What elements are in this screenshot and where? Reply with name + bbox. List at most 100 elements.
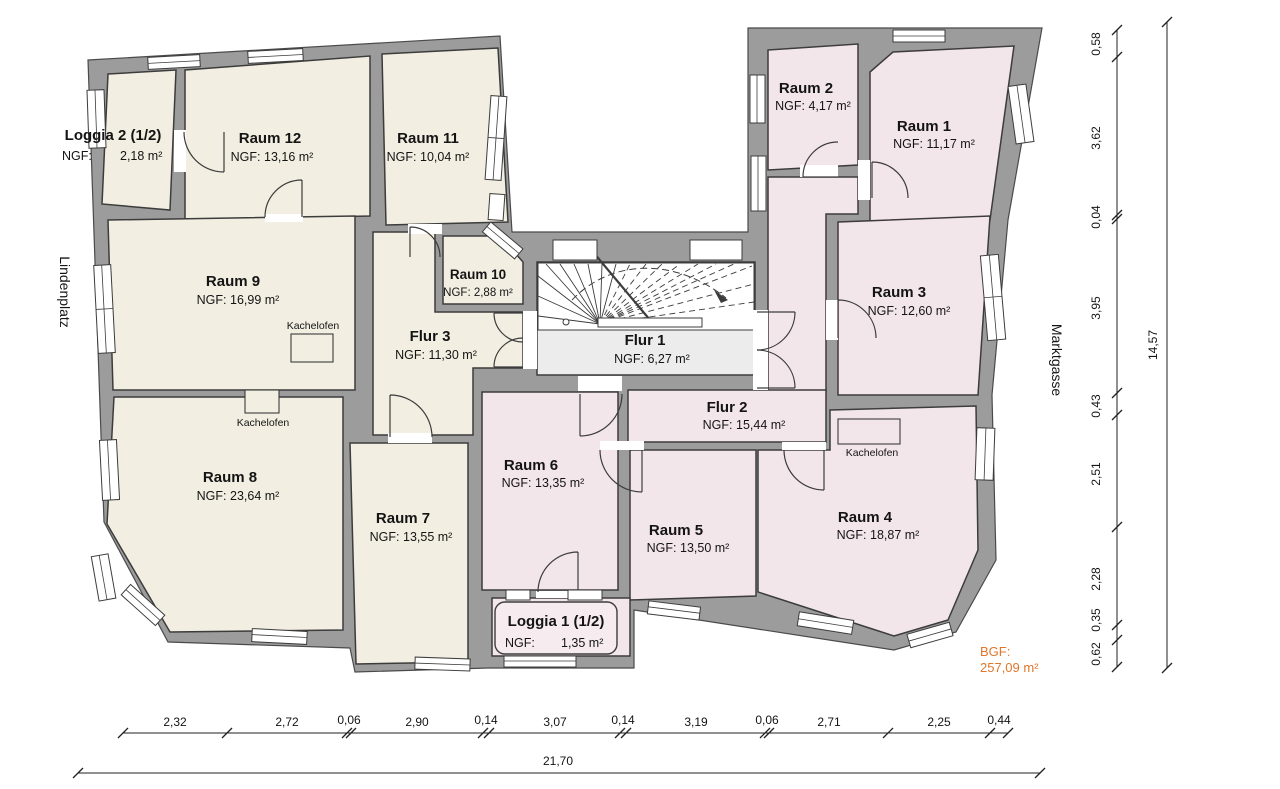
- dimension-label: 2,32: [163, 715, 187, 729]
- dimension-label: 3,95: [1089, 296, 1103, 320]
- room-raum-10-area: NGF: 2,88 m²: [443, 287, 513, 299]
- window: [484, 95, 508, 181]
- dimension-right-total: 14,57: [1146, 16, 1173, 674]
- room-labels: Raum 12 NGF: 13,16 m² Raum 11 NGF: 10,04…: [62, 80, 975, 555]
- window: [796, 611, 855, 635]
- room-loggia-2-ngf: NGF:: [62, 149, 92, 163]
- street-label-lindenplatz: Lindenplatz: [57, 256, 73, 328]
- room-loggia-1-value: 1,35 m²: [561, 636, 603, 650]
- stair-pillar: [552, 239, 598, 261]
- window: [749, 74, 766, 124]
- room-raum-12-area: NGF: 13,16 m²: [231, 150, 314, 164]
- dimension-total-label: 14,57: [1146, 330, 1160, 360]
- window: [86, 89, 107, 149]
- dimension-label: 0,14: [611, 713, 635, 727]
- room-raum-4-area: NGF: 18,87 m²: [837, 528, 920, 542]
- door-arc: [579, 393, 623, 437]
- window: [1007, 83, 1035, 145]
- room-raum-6-area: NGF: 13,35 m²: [502, 476, 585, 490]
- room-flur-2-area: NGF: 15,44 m²: [703, 418, 786, 432]
- room-loggia-2-value: 2,18 m²: [120, 149, 162, 163]
- kachelofen-stove: Kachelofen: [287, 320, 340, 363]
- windows: [86, 29, 1035, 672]
- dimension-label: 3,62: [1089, 126, 1103, 150]
- door-arc: [783, 449, 825, 491]
- dimension-bottom-chain: 2,32 2,72 0,06 2,90 0,14 3,07 0,14 3,19 …: [117, 713, 1014, 739]
- stair-walking-arrow: [714, 290, 728, 303]
- window: [750, 155, 767, 212]
- room-raum-3-name: Raum 3: [872, 284, 926, 301]
- room-raum-11-name: Raum 11: [397, 130, 459, 147]
- room-raum-4-name: Raum 4: [838, 509, 893, 526]
- window: [147, 54, 201, 70]
- dimension-label: 0,06: [337, 713, 361, 727]
- stair-landing-edge: [597, 317, 703, 328]
- dimension-ticks: [117, 727, 1014, 739]
- loggia-1-label-box: Loggia 1 (1/2) NGF: 1,35 m²: [494, 601, 618, 655]
- dimension-label: 0,43: [1089, 394, 1103, 418]
- window: [503, 655, 577, 668]
- dimension-label: 2,90: [405, 715, 429, 729]
- room-flur-3-area: NGF: 11,30 m²: [395, 348, 477, 362]
- dimension-label: 0,44: [987, 713, 1011, 727]
- room-raum-7-name: Raum 7: [376, 510, 430, 527]
- door-arc: [837, 299, 877, 339]
- kachelofen-label: Kachelofen: [287, 320, 340, 332]
- dimension-right-chain: 0,58 3,62 0,04 3,95 0,43 2,51 2,28 0,35 …: [1089, 24, 1123, 673]
- door-arc: [802, 141, 839, 178]
- window: [487, 193, 506, 222]
- dimension-label: 0,06: [755, 713, 779, 727]
- room-raum-10-name: Raum 10: [450, 267, 506, 282]
- door-openings: [174, 130, 870, 598]
- room-raum-6-name: Raum 6: [504, 457, 558, 474]
- room-loggia-1-ngf: NGF:: [505, 636, 535, 650]
- room-raum-11-area: NGF: 10,04 m²: [387, 150, 470, 164]
- dimension-label: 0,35: [1089, 608, 1103, 632]
- dimension-label: 2,28: [1089, 567, 1103, 591]
- room-raum-1-area: NGF: 11,17 m²: [893, 137, 975, 151]
- door-arc: [756, 311, 796, 351]
- window: [979, 253, 1007, 342]
- room-flur-2: [627, 389, 827, 443]
- kachelofen-label: Kachelofen: [846, 447, 899, 459]
- window: [567, 589, 603, 601]
- window: [414, 656, 471, 672]
- dimension-label: 2,51: [1089, 462, 1103, 486]
- bgf-value: 257,09 m²: [980, 660, 1039, 675]
- room-raum-5-name: Raum 5: [649, 522, 703, 539]
- bgf-label: BGF:: [980, 644, 1010, 659]
- dimension-label: 2,72: [275, 715, 299, 729]
- street-label-marktgasse: Marktgasse: [1049, 324, 1065, 397]
- dimension-label: 3,19: [684, 715, 708, 729]
- room-raum-5: [629, 449, 757, 601]
- window: [93, 264, 116, 354]
- door-arc: [756, 349, 796, 389]
- window: [247, 48, 304, 64]
- dimension-label: 2,71: [817, 715, 841, 729]
- room-raum-12-name: Raum 12: [239, 130, 302, 147]
- room-raum-8-area: NGF: 23,64 m²: [197, 489, 280, 503]
- door-arc: [264, 179, 303, 218]
- room-raum-7-area: NGF: 13,55 m²: [370, 530, 453, 544]
- room-flur-1-name: Flur 1: [625, 332, 666, 349]
- door-arc: [493, 312, 524, 343]
- room-raum-3-area: NGF: 12,60 m²: [868, 304, 951, 318]
- dimension-label: 0,14: [474, 713, 498, 727]
- door-arc: [389, 394, 433, 438]
- dimension-label: 0,04: [1089, 205, 1103, 229]
- room-raum-6: [481, 391, 619, 591]
- room-raum-8-name: Raum 8: [203, 469, 257, 486]
- room-raum-5-area: NGF: 13,50 m²: [647, 541, 730, 555]
- room-loggia-2-name: Loggia 2 (1/2): [65, 127, 162, 144]
- door-arc: [493, 337, 524, 368]
- dimension-label: 2,25: [927, 715, 951, 729]
- window: [646, 600, 702, 621]
- door-arc: [183, 131, 225, 173]
- room-raum-9-name: Raum 9: [206, 273, 260, 290]
- stair-handrail: [587, 245, 651, 321]
- room-raum-1-name: Raum 1: [897, 118, 951, 135]
- dimension-bottom-total: 21,70: [72, 754, 1046, 779]
- room-raum-2-name: Raum 2: [779, 80, 833, 97]
- door-arc: [599, 449, 643, 493]
